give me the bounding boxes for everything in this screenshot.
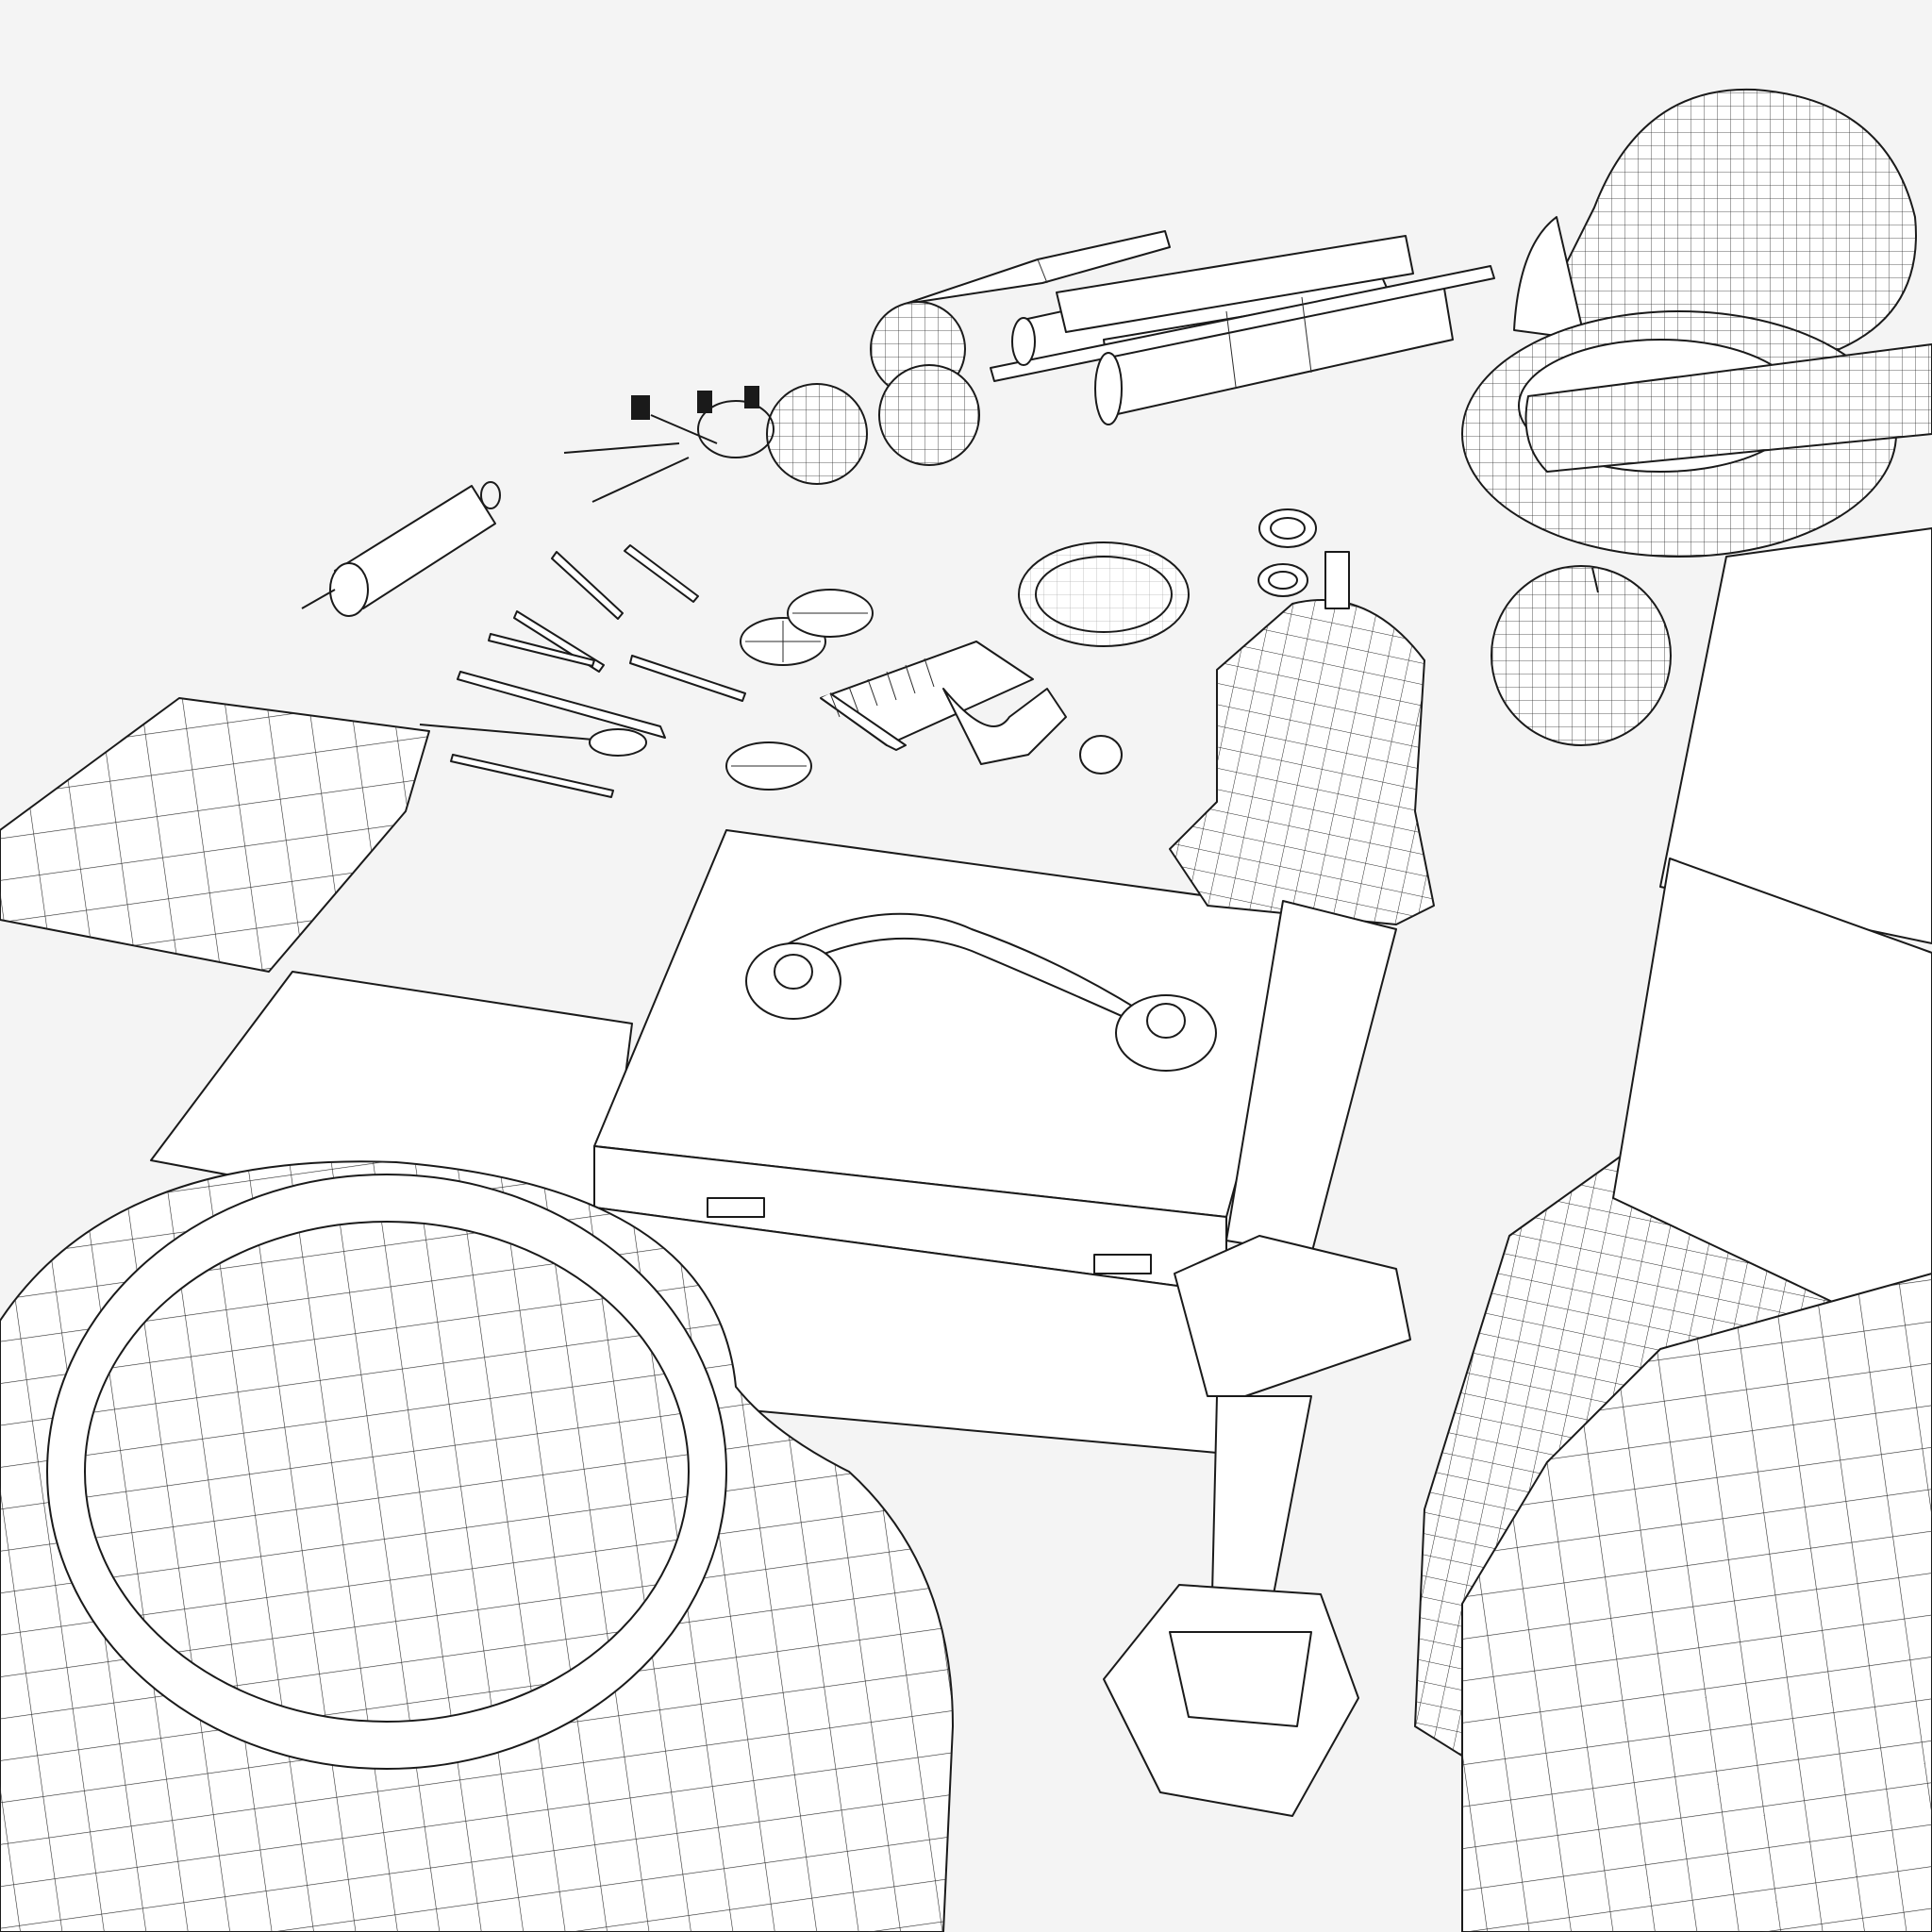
syringe [301, 481, 501, 617]
coins [725, 589, 874, 791]
surgical-tools [450, 544, 746, 798]
skull [1513, 88, 1917, 359]
mortar-and-pestle [1461, 310, 1932, 558]
quill-knife [905, 230, 1171, 305]
rolled-scrolls [990, 235, 1495, 425]
oranges [766, 301, 980, 485]
apple [1491, 565, 1672, 746]
cloth [0, 697, 430, 973]
comb [820, 641, 1067, 765]
key-ring [563, 386, 774, 503]
hourglass-bell [1169, 551, 1435, 925]
book-with-clasp [150, 829, 1312, 1454]
spoon [419, 724, 647, 757]
bracelet [1018, 541, 1190, 647]
rings [1079, 508, 1317, 774]
boxes [1461, 527, 1932, 1932]
bowl [0, 1160, 954, 1932]
candlestick [1103, 900, 1411, 1817]
